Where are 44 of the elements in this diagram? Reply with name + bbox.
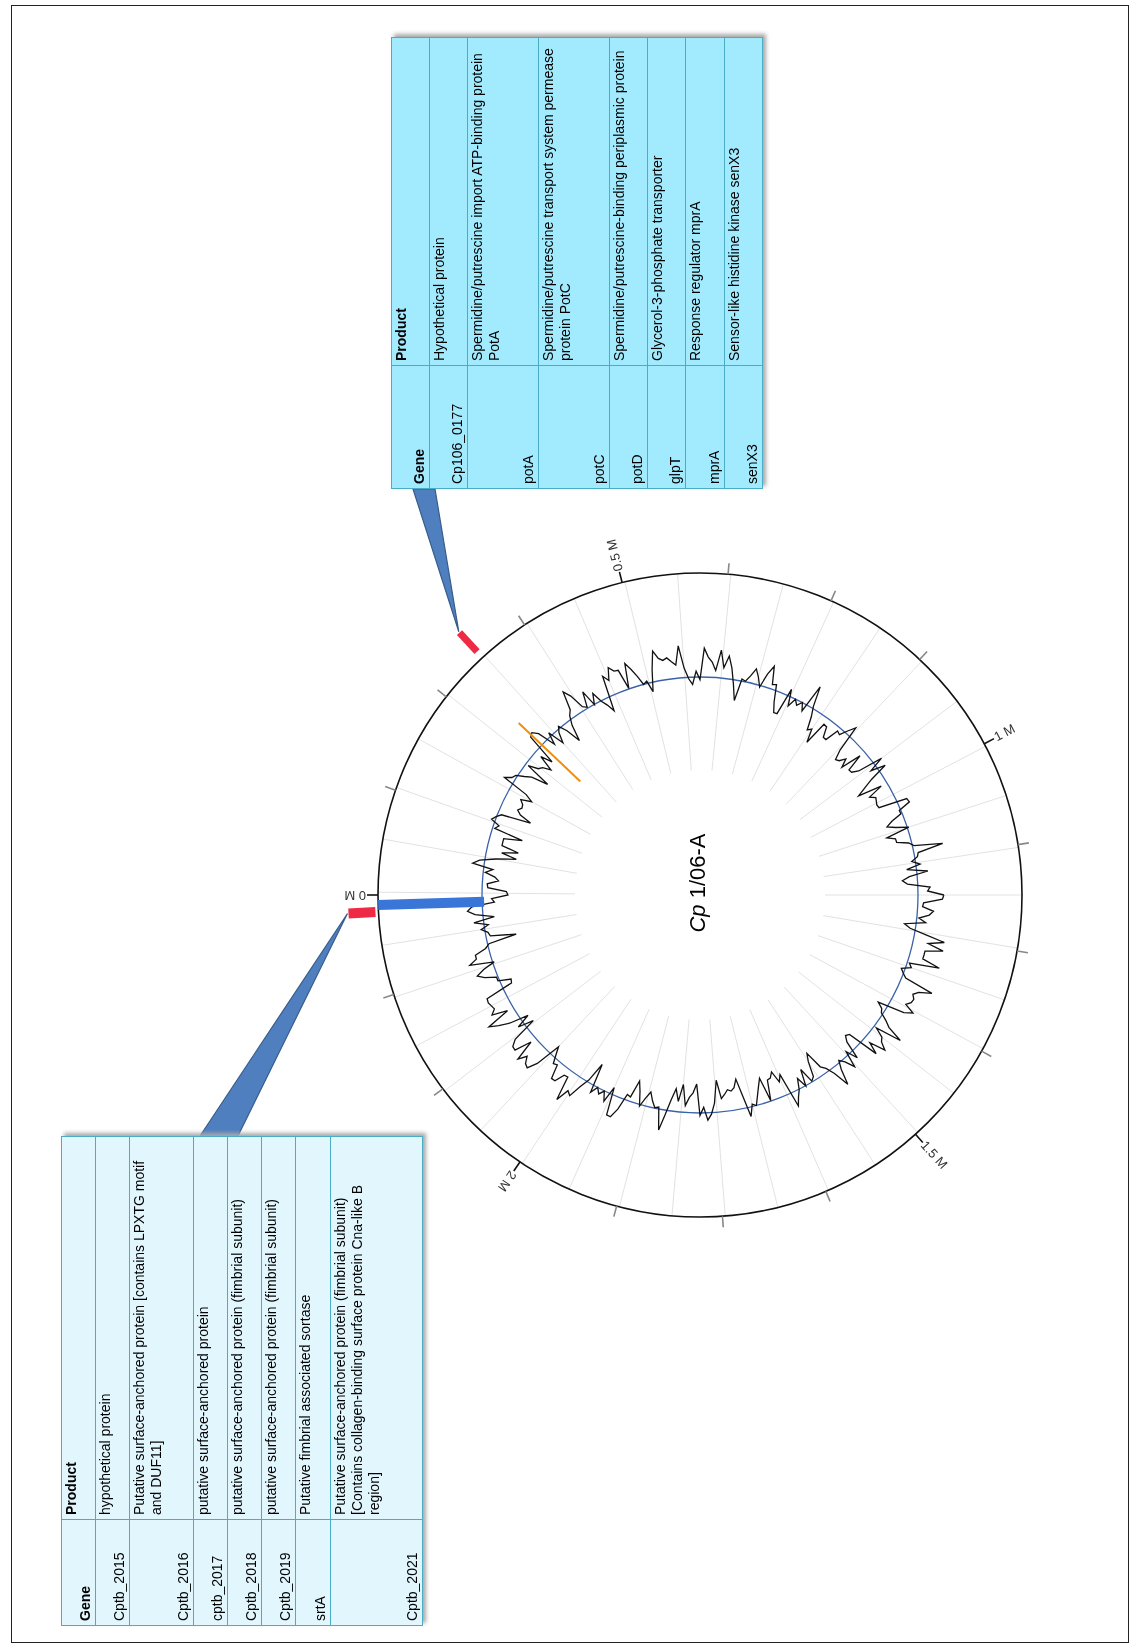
gene-cell: Cptb_2021 — [330, 1519, 423, 1626]
gene-table — [61, 1136, 423, 1626]
gene-cell: mprA — [685, 365, 725, 489]
column-header: Gene — [391, 365, 430, 489]
product-cell: hypothetical protein — [95, 1136, 130, 1520]
product-cell: Response regulator mprA — [685, 37, 725, 366]
gene-cell: senX3 — [724, 365, 763, 489]
leader-line — [412, 488, 460, 633]
product-cell: Glycerol-3-phosphate transporter — [647, 37, 686, 366]
gene-cell: Cptb_2015 — [95, 1519, 130, 1626]
axis-tick-label: 0.5 M — [603, 537, 627, 573]
gene-cell: Cp106_0177 — [429, 365, 468, 489]
gene-cell: Cptb_2016 — [129, 1519, 194, 1626]
product-cell: Putative surface-anchored protein (fimbrial subunit) [Contains collagen-binding surface protein Cna-like B region] — [330, 1136, 423, 1520]
genome-name-label: Cp 1/06-A — [684, 833, 711, 933]
product-cell: putative surface-anchored protein — [193, 1136, 228, 1520]
gene-cell: Cptb_2018 — [227, 1519, 262, 1626]
product-cell: Sensor-like histidine kinase senX3 — [724, 37, 763, 366]
product-cell: Putative fimbrial associated sortase — [295, 1136, 330, 1520]
column-header: Gene — [61, 1519, 96, 1626]
gene-cell: srtA — [295, 1519, 330, 1626]
gene-cell: potD — [609, 365, 648, 489]
gene-region-marker — [456, 630, 480, 655]
leader-line — [198, 912, 349, 1137]
column-header: Product — [61, 1136, 96, 1520]
axis-tick-label: 1 M — [991, 720, 1018, 746]
column-header: Product — [391, 37, 430, 366]
axis-tick-label: 0 M — [344, 887, 366, 903]
gene-region-marker — [348, 907, 376, 919]
gene-table — [391, 37, 763, 489]
gene-cell: potA — [467, 365, 539, 489]
gene-cell: potC — [538, 365, 610, 489]
product-cell: Putative surface-anchored protein [contains LPXTG motif and DUF11] — [129, 1136, 194, 1520]
axis-tick-label: 1.5 M — [917, 1137, 952, 1173]
product-cell: putative surface-anchored protein (fimbrial subunit) — [261, 1136, 296, 1520]
product-cell: Spermidine/putrescine import ATP-binding protein PotA — [467, 37, 539, 366]
product-cell: Spermidine/putrescine-binding periplasmic protein — [609, 37, 648, 366]
axis-tick-label: 2 M — [494, 1167, 520, 1195]
gene-cell: Cptb_2019 — [261, 1519, 296, 1626]
product-cell: putative surface-anchored protein (fimbrial subunit) — [227, 1136, 262, 1520]
product-cell: Spermidine/putrescine transport system permease protein PotC — [538, 37, 610, 366]
gene-cell: cptb_2017 — [193, 1519, 228, 1626]
product-cell: Hypothetical protein — [429, 37, 468, 366]
gene-cell: glpT — [647, 365, 686, 489]
